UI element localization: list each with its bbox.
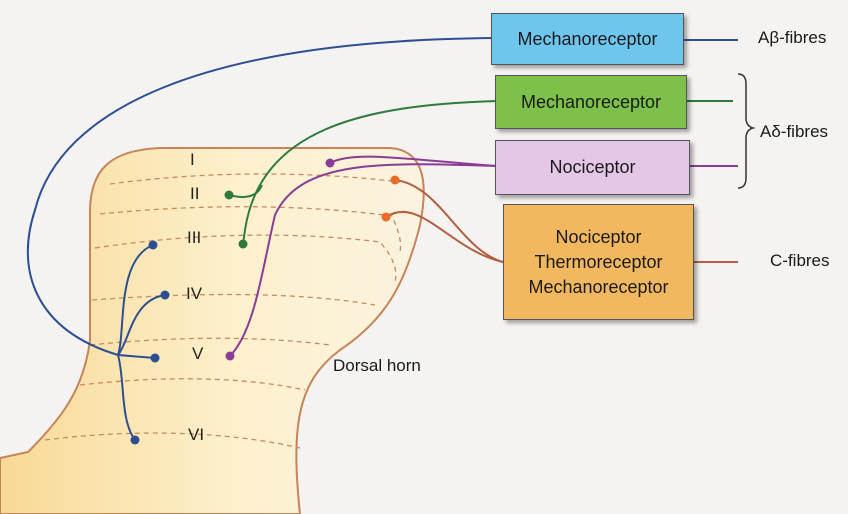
c-mechanoreceptor-label: Mechanoreceptor [528, 275, 668, 300]
abeta-terminal-iv [161, 291, 170, 300]
lamina-ii-label: II [190, 184, 199, 204]
dorsal-horn-label: Dorsal horn [333, 356, 421, 376]
c-fibres-label: C-fibres [770, 251, 830, 271]
adelta-nociceptor-label: Nociceptor [549, 155, 635, 180]
abeta-terminal-vi [131, 436, 140, 445]
c-terminal-ii [382, 213, 391, 222]
adelta-nociceptor-box: Nociceptor [495, 140, 690, 195]
adelta-mechanoreceptor-label: Mechanoreceptor [521, 90, 661, 115]
c-fibre-receptor-box: Nociceptor Thermoreceptor Mechanorecepto… [503, 204, 694, 320]
dorsal-horn-outline [0, 148, 424, 514]
adelta-bracket [738, 74, 753, 188]
c-nociceptor-label: Nociceptor [555, 225, 641, 250]
adelta-noci-terminal-i [326, 159, 335, 168]
abeta-mechanoreceptor-box: Mechanoreceptor [491, 13, 684, 65]
adelta-mech-terminal-ii [225, 191, 234, 200]
abeta-fibres-label: Aβ-fibres [758, 28, 826, 48]
lamina-vi-label: VI [188, 425, 204, 445]
adelta-noci-terminal-v [226, 352, 235, 361]
abeta-mechanoreceptor-label: Mechanoreceptor [517, 27, 657, 52]
lamina-iv-label: IV [186, 284, 202, 304]
abeta-terminal-v [151, 354, 160, 363]
lamina-i-label: I [190, 150, 195, 170]
lamina-v-label: V [192, 344, 203, 364]
c-thermoreceptor-label: Thermoreceptor [534, 250, 662, 275]
adelta-fibres-label: Aδ-fibres [760, 122, 828, 142]
c-terminal-i [391, 176, 400, 185]
adelta-mech-terminal-iii [239, 240, 248, 249]
adelta-mechanoreceptor-box: Mechanoreceptor [495, 75, 687, 129]
abeta-terminal-iii [149, 241, 158, 250]
lamina-iii-label: III [187, 228, 201, 248]
